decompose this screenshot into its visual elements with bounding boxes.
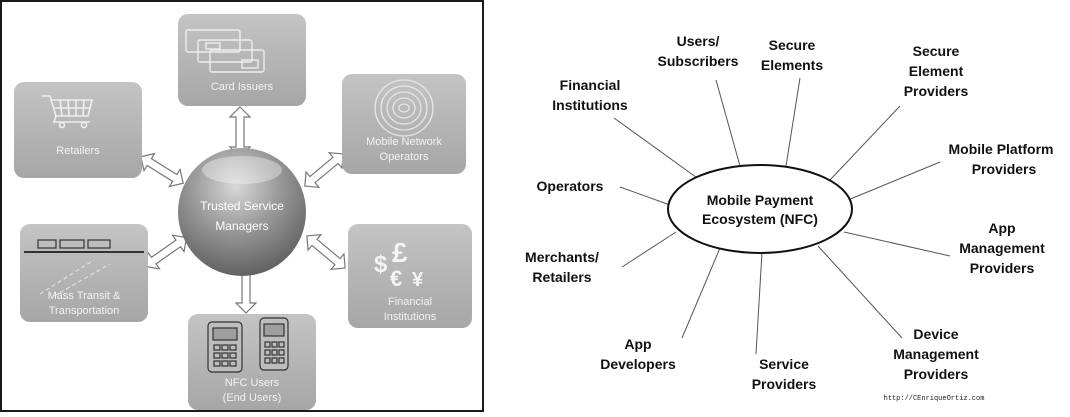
financial-label-1: Financial <box>388 296 432 308</box>
spoke-lines <box>613 77 951 355</box>
yen-sign: ¥ <box>412 269 424 291</box>
credit-url: http://CEnriqueOrtiz.com <box>884 395 985 403</box>
node-mobile-network-operators: Mobile Network Operators <box>342 74 466 174</box>
spoke-secure-elements <box>785 77 801 167</box>
spoke-service-providers <box>755 251 763 355</box>
mobile-phones-icon <box>207 317 289 373</box>
label-financial-institutions-1: Financial <box>560 77 621 93</box>
eco-center-label-2: Ecosystem (NFC) <box>702 211 818 227</box>
label-service-providers-1: Service <box>759 356 809 372</box>
label-merchants-retailers-2: Retailers <box>532 269 591 285</box>
label-app-management-providers-1: App <box>988 220 1015 236</box>
mass-transit-label-2: Transportation <box>49 305 120 317</box>
label-users-subscribers-2: Subscribers <box>658 53 739 69</box>
node-retailers: Retailers <box>14 82 142 178</box>
mass-transit-label-1: Mass Transit & <box>48 290 121 302</box>
spoke-users-subscribers <box>715 79 741 167</box>
label-secure-element-providers-3: Providers <box>904 83 969 99</box>
label-app-developers-1: App <box>624 336 651 352</box>
connector-arrows <box>140 106 346 314</box>
tsm-diagram-panel: Card Issuers Retailers <box>0 0 484 412</box>
label-app-management-providers-2: Management <box>959 240 1045 256</box>
label-device-management-providers-3: Providers <box>904 366 969 382</box>
label-secure-element-providers-1: Secure <box>913 43 960 59</box>
label-secure-elements-2: Elements <box>761 57 823 73</box>
node-financial-institutions: $ £ € ¥ Financial Institutions <box>348 224 472 328</box>
mobile-network-label-1: Mobile Network <box>366 136 442 148</box>
center-mobile-payment-ecosystem: Mobile Payment Ecosystem (NFC) <box>667 164 853 254</box>
node-nfc-users: NFC Users (End Users) <box>188 314 316 410</box>
label-operators: Operators <box>537 178 604 194</box>
center-trusted-service-managers: Trusted Service Managers <box>178 148 306 276</box>
spoke-financial-institutions <box>613 117 701 181</box>
arrow-retailers <box>140 152 184 188</box>
label-secure-elements-1: Secure <box>769 37 816 53</box>
label-mobile-platform-providers-2: Providers <box>972 161 1037 177</box>
eco-center-label-1: Mobile Payment <box>707 192 814 208</box>
label-secure-element-providers-2: Element <box>909 63 964 79</box>
label-service-providers-2: Providers <box>752 376 817 392</box>
spoke-app-management-providers <box>843 231 951 257</box>
center-label-2: Managers <box>215 219 268 233</box>
currency-icon: $ £ € ¥ <box>374 237 424 291</box>
spoke-merchants-retailers <box>621 231 677 268</box>
tsm-diagram: Card Issuers Retailers <box>14 14 472 410</box>
label-device-management-providers-2: Management <box>893 346 979 362</box>
center-label-1: Trusted Service <box>200 199 284 213</box>
spoke-app-developers <box>681 247 721 339</box>
label-app-developers-2: Developers <box>600 356 676 372</box>
cards-icon <box>185 29 265 73</box>
node-mass-transit: Mass Transit & Transportation <box>20 224 148 322</box>
spoke-secure-element-providers <box>829 105 901 181</box>
ecosystem-diagram-panel: Mobile Payment Ecosystem (NFC) Users/ Su… <box>494 0 1070 412</box>
card-issuers-label: Card Issuers <box>211 81 274 93</box>
ecosystem-labels: Users/ Subscribers Secure Elements Secur… <box>525 33 1053 403</box>
arrow-mobile-network <box>304 151 344 189</box>
label-mobile-platform-providers-1: Mobile Platform <box>948 141 1053 157</box>
financial-label-2: Institutions <box>384 311 437 323</box>
label-financial-institutions-2: Institutions <box>552 97 628 113</box>
mobile-network-label-2: Operators <box>380 151 429 163</box>
spoke-operators <box>619 186 671 206</box>
spoke-device-management-providers <box>817 245 903 339</box>
label-users-subscribers-1: Users/ <box>677 33 720 49</box>
arrow-financial <box>306 233 346 271</box>
nfc-users-label-2: (End Users) <box>223 392 282 404</box>
spoke-mobile-platform-providers <box>847 161 941 201</box>
pound-sign: £ <box>392 237 408 268</box>
label-device-management-providers-1: Device <box>913 326 958 342</box>
retailers-label: Retailers <box>56 145 100 157</box>
nfc-users-label-1: NFC Users <box>225 377 280 389</box>
train-icon <box>24 239 144 297</box>
label-merchants-retailers-1: Merchants/ <box>525 249 599 265</box>
shopping-cart-icon <box>42 95 94 129</box>
dollar-sign: $ <box>374 251 388 278</box>
label-app-management-providers-3: Providers <box>970 260 1035 276</box>
node-card-issuers: Card Issuers <box>178 14 306 106</box>
euro-sign: € <box>390 266 402 291</box>
ecosystem-diagram: Mobile Payment Ecosystem (NFC) Users/ Su… <box>525 33 1053 403</box>
wireless-signal-icon <box>374 79 434 137</box>
